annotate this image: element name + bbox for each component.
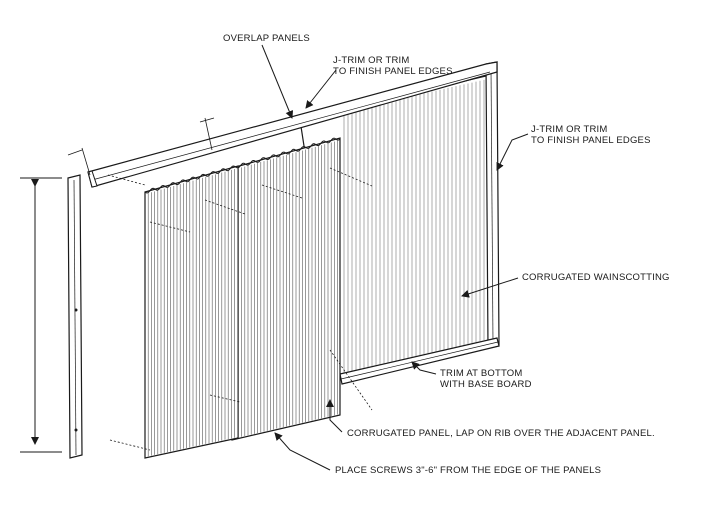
label-trim-bottom: TRIM AT BOTTOM WITH BASE BOARD xyxy=(440,368,532,390)
loose-j-trim-piece xyxy=(67,174,83,459)
screw-mark xyxy=(209,394,241,403)
height-dimension-line xyxy=(20,177,62,453)
screw-mark xyxy=(109,439,151,451)
label-place-screws: PLACE SCREWS 3"-6" FROM THE EDGE OF THE … xyxy=(335,465,602,476)
left-panel-ribs xyxy=(147,168,239,457)
label-corrugated-wainscotting: CORRUGATED WAINSCOTTING xyxy=(522,272,670,283)
screw-mark xyxy=(204,199,246,215)
bottom-trim xyxy=(339,337,500,385)
label-overlap-panels: OVERLAP PANELS xyxy=(223,33,310,44)
installed-wall-panel xyxy=(299,74,491,381)
corrugated-panel-middle xyxy=(231,137,341,441)
corrugated-panel-left xyxy=(144,137,341,459)
back-panel-ribs xyxy=(343,79,485,378)
top-dimension-ticks xyxy=(67,117,215,176)
screw-mark xyxy=(261,184,303,199)
screw-mark xyxy=(149,221,191,233)
top-j-trim xyxy=(87,61,498,188)
screw-location-marks xyxy=(107,167,373,451)
middle-panel-ribs xyxy=(234,140,338,439)
label-jtrim-top: J-TRIM OR TRIM TO FINISH PANEL EDGES xyxy=(333,55,453,77)
label-jtrim-right: J-TRIM OR TRIM TO FINISH PANEL EDGES xyxy=(531,124,651,146)
leader-lines xyxy=(261,44,529,471)
panel-wavy-top-edge xyxy=(144,137,341,194)
right-j-trim xyxy=(485,61,500,349)
label-corrugated-panel: CORRUGATED PANEL, LAP ON RIB OVER THE AD… xyxy=(347,428,655,439)
screw-mark xyxy=(329,349,373,411)
